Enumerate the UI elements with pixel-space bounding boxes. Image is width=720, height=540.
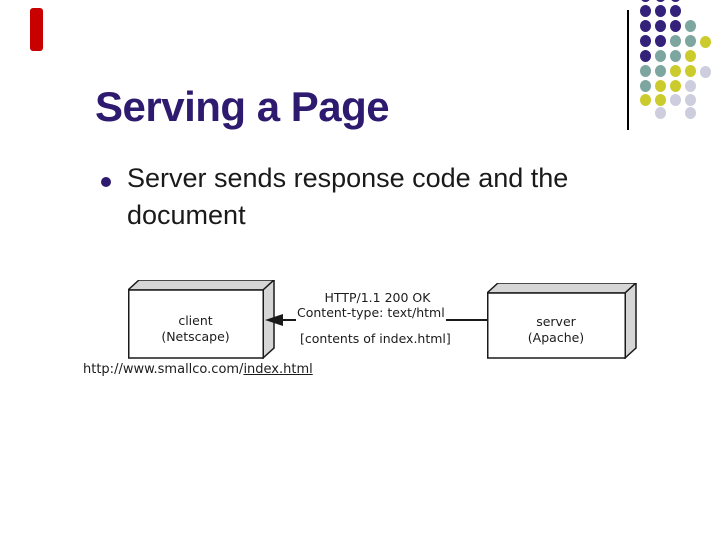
response-content-type-line: Content-type: text/html — [296, 305, 446, 321]
p-dot — [654, 20, 666, 32]
server-box-label: server (Apache) — [487, 293, 625, 358]
l-dot — [684, 80, 696, 92]
client-label-line1: client — [178, 313, 213, 328]
slide-title: Serving a Page — [95, 83, 390, 130]
t-dot — [654, 65, 666, 77]
t-dot — [669, 50, 681, 62]
client-box-top-face — [128, 280, 276, 291]
l-dot — [669, 94, 681, 106]
t-dot — [669, 35, 681, 47]
bullet-line-2: document — [127, 200, 246, 230]
y-dot — [669, 65, 681, 77]
p-dot — [654, 0, 666, 2]
y-dot — [654, 80, 666, 92]
t-dot — [684, 20, 696, 32]
corner-vertical-line — [627, 10, 629, 130]
p-dot — [654, 5, 666, 17]
y-dot — [669, 80, 681, 92]
y-dot — [699, 36, 711, 48]
client-box-label: client (Netscape) — [128, 290, 263, 358]
server-label-line2: (Apache) — [527, 329, 585, 345]
response-status-line: HTTP/1.1 200 OK — [324, 290, 431, 305]
l-dot — [684, 94, 696, 106]
t-dot — [684, 35, 696, 47]
t-dot — [654, 50, 666, 62]
bullet-text: Server sends response code and the docum… — [127, 160, 667, 234]
p-dot — [669, 0, 681, 2]
response-body-line: [contents of index.html] — [300, 331, 451, 346]
server-label-line1: server — [536, 313, 576, 329]
p-dot — [639, 5, 651, 17]
p-dot — [669, 20, 681, 32]
bullet-icon — [101, 177, 111, 187]
server-box-right-face — [624, 283, 637, 359]
request-url-file: index.html — [243, 362, 313, 377]
t-dot — [639, 65, 651, 77]
l-dot — [699, 66, 711, 78]
request-url-prefix: http://www.smallco.com/ — [83, 362, 244, 377]
p-dot — [669, 5, 681, 17]
server-box-top-face — [487, 283, 638, 294]
server-box-shape — [487, 283, 638, 359]
y-dot — [654, 94, 666, 106]
bullet-line-1: Server sends response code and the — [127, 163, 569, 193]
p-dot — [639, 20, 651, 32]
server-box-front-face — [487, 292, 626, 359]
client-box-shape — [128, 280, 276, 359]
p-dot — [639, 35, 651, 47]
l-dot — [654, 107, 666, 119]
y-dot — [684, 50, 696, 62]
red-accent-bar — [30, 8, 43, 51]
l-dot — [684, 107, 696, 119]
p-dot — [654, 35, 666, 47]
client-box-front-face — [128, 289, 264, 359]
p-dot — [639, 0, 651, 2]
y-dot — [684, 65, 696, 77]
request-url: http://www.smallco.com/index.html — [83, 362, 313, 378]
p-dot — [639, 50, 651, 62]
arrow-left-head-icon — [265, 314, 283, 326]
client-label-line2: (Netscape) — [161, 329, 230, 344]
